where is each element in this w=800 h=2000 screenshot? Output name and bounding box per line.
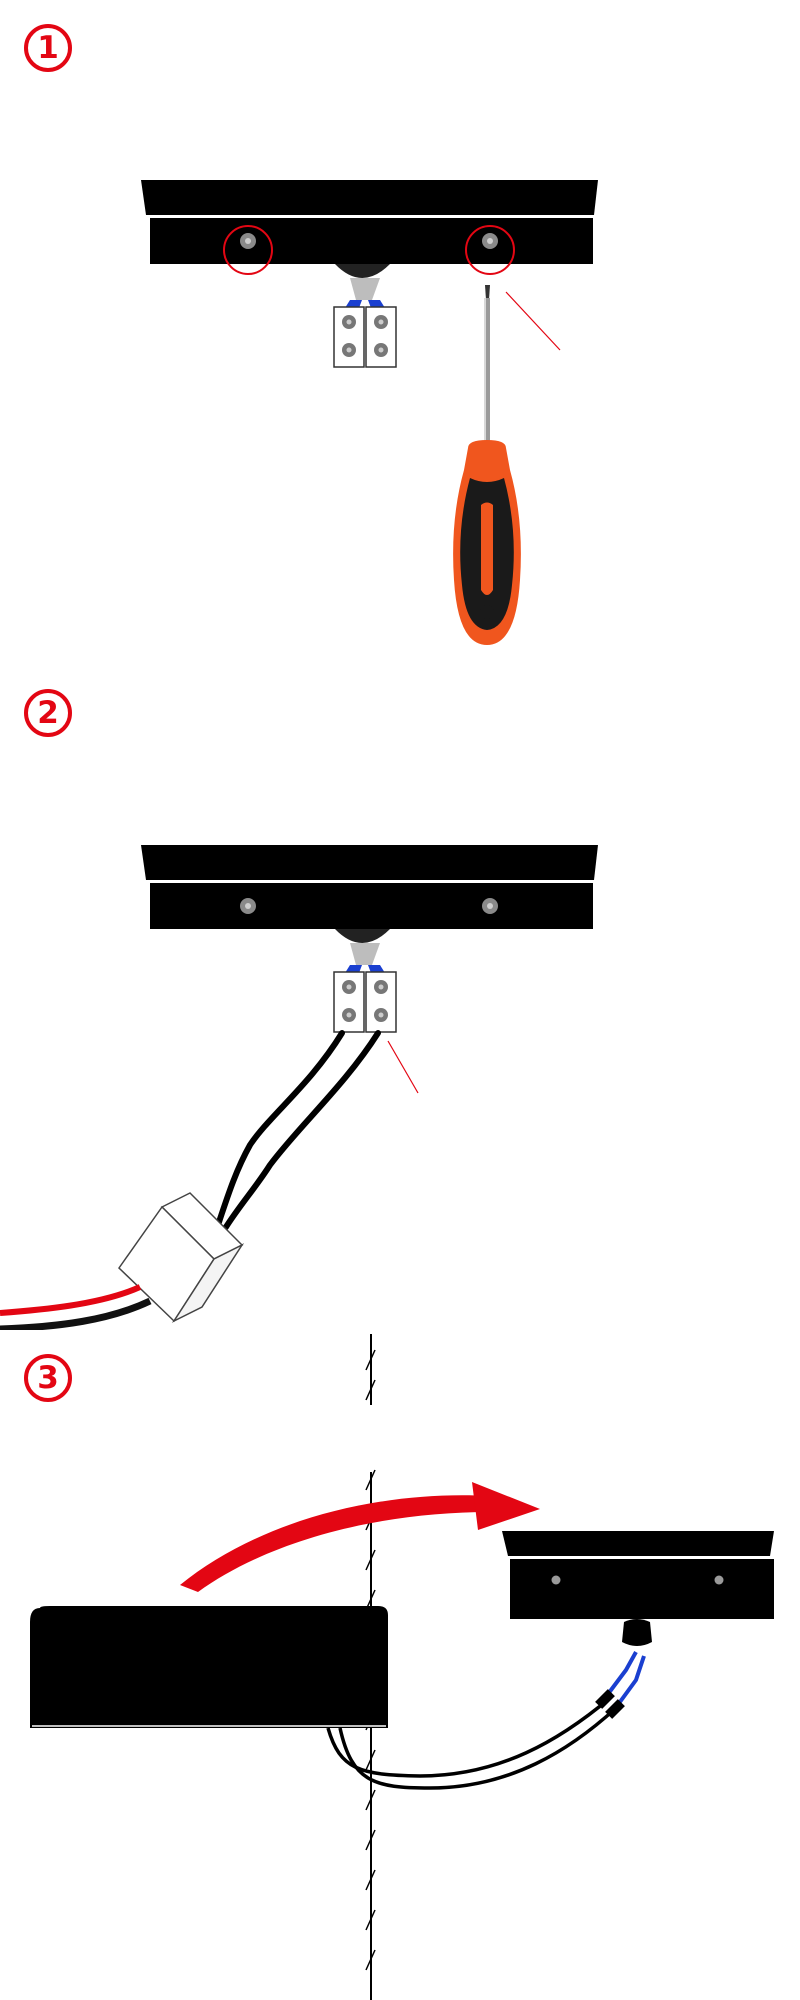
step-2-illustration bbox=[0, 845, 598, 1330]
step-3-illustration bbox=[30, 1334, 774, 2000]
screw-highlight-circle-right bbox=[465, 225, 515, 275]
cable-gland bbox=[335, 264, 390, 308]
terminal-block bbox=[333, 971, 397, 1033]
lead-sleeves bbox=[595, 1689, 625, 1719]
step-2: 2 bbox=[0, 665, 800, 1330]
step-number-badge: 2 bbox=[24, 689, 72, 737]
wire-pair bbox=[215, 1030, 381, 1230]
step-1-illustration bbox=[141, 180, 598, 645]
mounting-screw-right bbox=[482, 898, 498, 914]
mounting-plate bbox=[502, 1531, 774, 1646]
terminal-block bbox=[333, 306, 397, 368]
callout-line bbox=[387, 1040, 419, 1094]
wire-connector-icon bbox=[118, 1192, 245, 1323]
mounting-screw-left bbox=[240, 233, 256, 249]
curved-arrow-icon bbox=[180, 1482, 540, 1592]
supply-wire-black bbox=[0, 1297, 152, 1330]
light-fixture-body bbox=[30, 1606, 388, 1728]
wire-pair bbox=[326, 1696, 618, 1790]
supply-wire-red bbox=[0, 1284, 142, 1316]
step-number-badge: 1 bbox=[24, 24, 72, 72]
cable-gland bbox=[335, 929, 390, 973]
step-3: 3 bbox=[0, 1330, 800, 2000]
screwdriver-icon bbox=[453, 285, 521, 645]
step-1: 1 bbox=[0, 0, 800, 665]
mounting-screw-right bbox=[482, 233, 498, 249]
callout-line bbox=[505, 291, 561, 351]
blue-leads bbox=[606, 1651, 646, 1708]
light-fixture-plate bbox=[141, 845, 598, 929]
screw-highlight-circle-left bbox=[223, 225, 273, 275]
step-number-badge: 3 bbox=[24, 1354, 72, 1402]
mounting-screw-left bbox=[240, 898, 256, 914]
light-fixture-plate bbox=[141, 180, 598, 264]
